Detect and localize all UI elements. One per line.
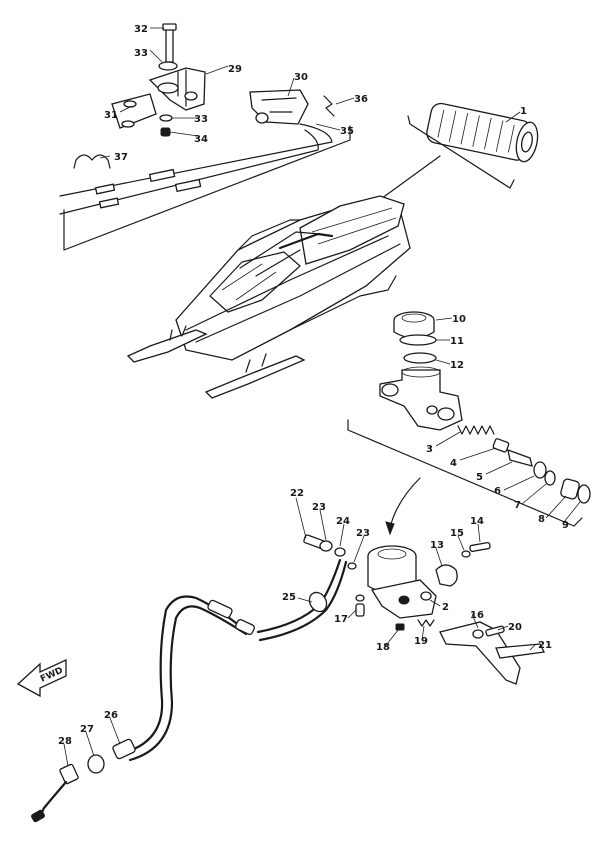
group-boundary-cylinder <box>347 419 583 527</box>
handlebar <box>278 232 334 250</box>
master-cylinder-detail <box>347 311 591 536</box>
nut-34 <box>160 127 171 137</box>
callout-26: 26 <box>104 710 118 721</box>
fitting-24 <box>334 547 346 557</box>
callout-17: 17 <box>334 614 348 625</box>
pin-14 <box>469 541 491 553</box>
ring-12 <box>403 352 437 364</box>
callout-28: 28 <box>58 736 72 747</box>
callout-35: 35 <box>340 126 354 137</box>
callout-34: 34 <box>194 134 208 145</box>
clip-13 <box>435 564 458 587</box>
callout-37: 37 <box>114 152 128 163</box>
washer-23a <box>319 540 333 552</box>
callout-10: 10 <box>452 314 466 325</box>
callout-3: 3 <box>426 444 433 455</box>
callout-5: 5 <box>476 472 483 483</box>
bleeder-17 <box>355 603 365 617</box>
callout-13: 13 <box>430 540 444 551</box>
callout-29: 29 <box>228 64 242 75</box>
washer-6 <box>533 461 547 479</box>
callout-9: 9 <box>562 520 569 531</box>
clip-36 <box>323 95 335 117</box>
callout-2: 2 <box>442 602 449 613</box>
bolt-20 <box>485 625 505 637</box>
callout-11: 11 <box>450 336 464 347</box>
leader-cylinder-to-assembly <box>389 477 421 529</box>
callout-22: 22 <box>290 488 304 499</box>
callout-23b: 23 <box>356 528 370 539</box>
cap-9 <box>577 484 591 504</box>
group-boundary-grip <box>407 115 515 189</box>
callout-1: 1 <box>520 106 527 117</box>
clip-7 <box>544 470 556 486</box>
banjo-end <box>38 780 68 818</box>
callout-23a: 23 <box>312 502 326 513</box>
callout-27: 27 <box>80 724 94 735</box>
callout-20: 20 <box>508 622 522 633</box>
nut-18 <box>395 623 405 631</box>
brake-lever <box>439 621 521 685</box>
boot-8 <box>560 478 580 500</box>
seat <box>299 195 405 265</box>
callout-31: 31 <box>104 110 118 121</box>
callout-7: 7 <box>514 500 521 511</box>
master-cylinder-body <box>379 369 463 431</box>
callout-30: 30 <box>294 72 308 83</box>
callout-15: 15 <box>450 528 464 539</box>
group-boundary-top-left <box>63 125 351 251</box>
diaphragm-11 <box>399 334 437 346</box>
callout-12: 12 <box>450 360 464 371</box>
brake-hose-main <box>124 595 242 754</box>
brake-assembly <box>31 534 545 823</box>
callout-16: 16 <box>470 610 484 621</box>
cable-35b <box>59 129 319 215</box>
callout-19: 19 <box>414 636 428 647</box>
clip-37 <box>75 154 109 161</box>
ski-right <box>204 355 306 399</box>
handle-grip-group <box>329 102 539 237</box>
bolt-32 <box>165 27 174 63</box>
spring-3 <box>457 425 495 435</box>
cable-35a <box>59 123 333 197</box>
callout-18: 18 <box>376 642 390 653</box>
fitting-26 <box>112 738 136 760</box>
callout-33b: 33 <box>194 114 208 125</box>
spring-19 <box>417 619 435 627</box>
callout-8: 8 <box>538 514 545 525</box>
washer-15 <box>461 550 471 558</box>
throttle-bracket-group <box>59 23 351 251</box>
fitting-27 <box>87 754 105 774</box>
fitting-28 <box>59 763 79 785</box>
callout-24: 24 <box>336 516 350 527</box>
ski-left <box>126 329 208 363</box>
clamp-31 <box>111 93 157 129</box>
cup-4 <box>492 438 510 453</box>
washer-33 <box>158 61 178 71</box>
pin-16 <box>472 629 484 639</box>
hose-25 <box>256 558 342 634</box>
piston-5 <box>507 448 533 467</box>
washer-23b <box>347 562 357 570</box>
callout-numbers: 32 33 29 31 33 34 30 36 35 37 1 10 11 12… <box>58 24 569 747</box>
callout-6: 6 <box>494 486 501 497</box>
callout-25: 25 <box>282 592 296 603</box>
callout-4: 4 <box>450 458 457 469</box>
callout-33a: 33 <box>134 48 148 59</box>
callout-21: 21 <box>538 640 552 651</box>
callout-14: 14 <box>470 516 484 527</box>
callout-32: 32 <box>134 24 148 35</box>
fwd-arrow: FWD <box>16 658 67 698</box>
snowmobile-body <box>126 195 411 399</box>
leader-lines <box>63 27 581 767</box>
callout-36: 36 <box>354 94 368 105</box>
windshield <box>209 251 301 313</box>
washer-33b <box>159 114 173 122</box>
